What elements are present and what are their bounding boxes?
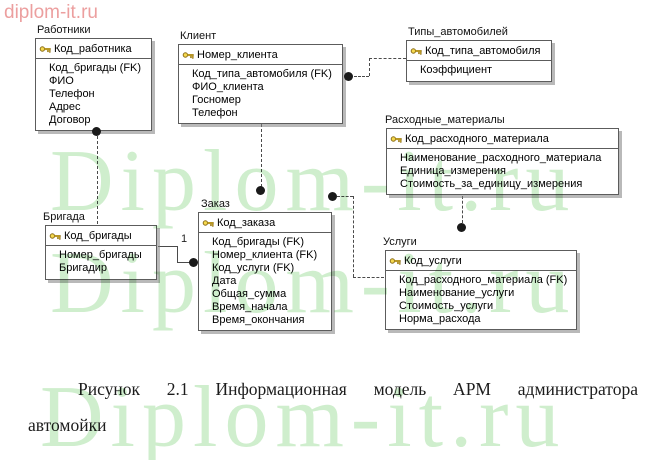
entity-rashodnye-materialy-pk-row: Код_расходного_материала xyxy=(387,129,618,149)
attribute-list: Код_типа_автомобиля (FK) ФИО_клиента Гос… xyxy=(179,65,342,123)
relationship-line-klient-zakaz xyxy=(261,124,262,187)
pk-attribute: Номер_клиента xyxy=(197,48,278,61)
attribute: Стоимость_за_единицу_измерения xyxy=(400,178,583,190)
entity-tipy-avtomobiley-pk-row: Код_типа_автомобиля xyxy=(407,41,551,61)
attribute: Госномер xyxy=(192,94,241,106)
pk-attribute: Код_типа_автомобиля xyxy=(425,44,541,57)
key-icon xyxy=(49,230,61,242)
key-icon xyxy=(202,217,214,229)
attribute: Номер_клиента (FK) xyxy=(212,249,318,261)
entity-rabotniki-label: Работники xyxy=(37,24,91,36)
entity-brigada-label: Бригада xyxy=(43,211,85,223)
attribute: Норма_расхода xyxy=(399,313,481,325)
attribute: Телефон xyxy=(49,88,95,100)
watermark-corner: diplom-it.ru xyxy=(4,2,98,23)
relationship-line-brigada-zakaz xyxy=(177,262,191,263)
relationship-line-brigada-zakaz xyxy=(177,246,178,263)
relationship-line-zakaz-uslugi xyxy=(353,277,384,278)
attribute: Наименование_расходного_материала xyxy=(400,152,602,164)
relationship-line-brigada-zakaz xyxy=(158,246,177,247)
entity-uslugi-label: Услуги xyxy=(383,236,417,248)
attribute: ФИО_клиента xyxy=(192,81,264,93)
attribute-list: Код_бригады (FK) Номер_клиента (FK) Код_… xyxy=(199,233,331,330)
attribute: Адрес xyxy=(49,101,81,113)
relationship-dot-rabotniki xyxy=(92,127,101,136)
relationship-line-klient-tipy xyxy=(369,58,370,76)
attribute: Код_расходного_материала (FK) xyxy=(399,274,568,286)
entity-klient-pk-row: Номер_клиента xyxy=(179,45,342,65)
attribute: Время_начала xyxy=(212,301,288,313)
relationship-dot-uslugi xyxy=(457,223,466,232)
relationship-dot-zakaz-klient xyxy=(256,186,265,195)
key-icon xyxy=(390,133,402,145)
attribute: Код_бригады (FK) xyxy=(49,62,142,74)
attribute: Коэффициент xyxy=(420,64,493,76)
pk-attribute: Код_услуги xyxy=(404,254,462,267)
attribute-list: Код_расходного_материала (FK) Наименован… xyxy=(386,271,576,329)
relationship-line-klient-tipy xyxy=(354,76,369,77)
pk-attribute: Код_работника xyxy=(54,42,132,55)
pk-attribute: Код_расходного_материала xyxy=(405,132,549,145)
pk-attribute: Код_бригады xyxy=(64,229,132,242)
relationship-dot-klient xyxy=(344,72,353,81)
relationship-line-zakaz-uslugi xyxy=(353,196,354,277)
attribute: Код_типа_автомобиля (FK) xyxy=(192,68,332,80)
entity-rashodnye-materialy-label: Расходные_материалы xyxy=(385,114,505,126)
attribute: Единица_измерения xyxy=(400,165,506,177)
attribute: Дата xyxy=(212,275,237,287)
relationship-line-zakaz-uslugi xyxy=(337,196,353,197)
attribute: Наименование_услуги xyxy=(399,287,515,299)
attribute: Телефон xyxy=(192,107,238,119)
relationship-dot-zakaz-brigada xyxy=(189,258,198,267)
entity-brigada[interactable]: Код_бригады Номер_бригады Бригадир xyxy=(45,225,157,280)
entity-klient-label: Клиент xyxy=(180,30,217,42)
relationship-dot-zakaz-uslugi xyxy=(328,192,337,201)
key-icon xyxy=(39,43,51,55)
entity-uslugi[interactable]: Код_услуги Код_расходного_материала (FK)… xyxy=(385,250,577,330)
entity-zakaz[interactable]: Код_заказа Код_бригады (FK) Номер_клиент… xyxy=(198,212,332,331)
figure-caption: Рисунок 2.1 Информационная модель АРМ ад… xyxy=(78,379,638,399)
entity-brigada-pk-row: Код_бригады xyxy=(46,226,156,246)
attribute: Код_услуги (FK) xyxy=(212,262,295,274)
attribute: Договор xyxy=(49,114,91,126)
relationship-cardinality-label: 1 xyxy=(181,233,188,245)
pk-attribute: Код_заказа xyxy=(217,216,276,229)
relationship-line-uslugi-rashodnye xyxy=(462,196,463,223)
attribute: Код_бригады (FK) xyxy=(212,236,305,248)
figure-caption-continued: автомойки xyxy=(28,415,107,435)
entity-klient[interactable]: Номер_клиента Код_типа_автомобиля (FK) Ф… xyxy=(178,44,343,124)
entity-rabotniki[interactable]: Код_работника Код_бригады (FK) ФИО Телеф… xyxy=(35,38,152,131)
attribute-list: Коэффициент xyxy=(407,61,551,80)
attribute: Номер_бригады xyxy=(59,249,142,261)
attribute-list: Номер_бригады Бригадир xyxy=(46,246,156,278)
entity-tipy-avtomobiley[interactable]: Код_типа_автомобиля Коэффициент xyxy=(406,40,552,82)
attribute-list: Наименование_расходного_материала Единиц… xyxy=(387,149,618,194)
attribute: ФИО xyxy=(49,75,74,87)
relationship-line-rabotniki-brigada xyxy=(97,136,98,224)
entity-tipy-avtomobiley-label: Типы_автомобилей xyxy=(408,26,508,38)
key-icon xyxy=(410,45,422,57)
relationship-line-klient-tipy xyxy=(369,58,406,59)
entity-zakaz-pk-row: Код_заказа xyxy=(199,213,331,233)
entity-rashodnye-materialy[interactable]: Код_расходного_материала Наименование_ра… xyxy=(386,128,619,195)
attribute: Время_окончания xyxy=(212,314,305,326)
entity-rabotniki-pk-row: Код_работника xyxy=(36,39,151,59)
attribute-list: Код_бригады (FK) ФИО Телефон Адрес Догов… xyxy=(36,59,151,130)
key-icon xyxy=(182,49,194,61)
entity-uslugi-pk-row: Код_услуги xyxy=(386,251,576,271)
attribute: Общая_сумма xyxy=(212,288,287,300)
attribute: Бригадир xyxy=(59,262,108,274)
attribute: Стоимость_услуги xyxy=(399,300,494,312)
entity-zakaz-label: Заказ xyxy=(201,198,230,210)
key-icon xyxy=(389,255,401,267)
